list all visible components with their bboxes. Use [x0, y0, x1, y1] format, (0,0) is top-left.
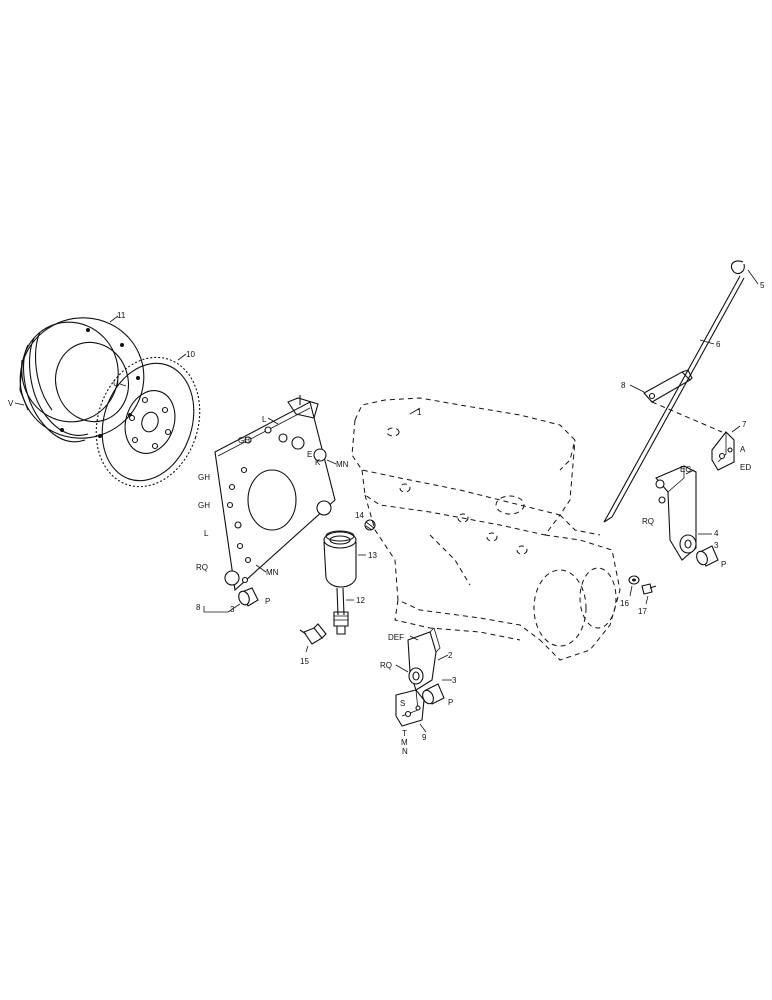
letter-e-plate: E [307, 450, 312, 459]
washer [628, 575, 640, 585]
letter-p-front: P [448, 698, 453, 707]
callout-10: 10 [186, 350, 195, 359]
letter-u: U [113, 379, 119, 388]
letter-gh-1: GH [238, 436, 250, 445]
letter-a: A [740, 445, 746, 454]
filter-stud [333, 587, 349, 635]
letter-k-plate: K [315, 458, 321, 467]
callout-3-rear: 3 [714, 541, 719, 550]
callout-16: 16 [620, 599, 629, 608]
callout-3-front: 3 [452, 676, 457, 685]
letter-v: V [8, 399, 14, 408]
rear-mount-bracket [655, 465, 719, 567]
letter-p-left: P [265, 597, 270, 606]
oil-filter [323, 530, 357, 588]
letter-rq-front: RQ [380, 661, 392, 670]
letter-ed: ED [740, 463, 751, 472]
dipstick-clip [643, 369, 693, 403]
callout-15: 15 [300, 657, 309, 666]
callout-14: 14 [355, 511, 364, 520]
letter-l-side: L [204, 529, 209, 538]
callout-1: 1 [417, 408, 422, 417]
oil-pressure-switch [299, 623, 327, 645]
front-mount-bracket [407, 627, 445, 705]
letter-gh-2: GH [198, 473, 210, 482]
callout-1-leader [409, 407, 421, 415]
callout-8-right: 8 [621, 381, 626, 390]
callout-12: 12 [356, 596, 365, 605]
callout-6: 6 [716, 340, 721, 349]
callout-8-left: 8 [196, 603, 201, 612]
letter-p-rear: P [721, 560, 726, 569]
letter-def: DEF [388, 633, 404, 642]
callout-2: 2 [448, 651, 453, 660]
callout-9: 9 [422, 733, 427, 742]
lower-bracket [395, 689, 425, 727]
callout-13: 13 [368, 551, 377, 560]
engine-block [351, 397, 621, 661]
dipstick [603, 260, 745, 523]
letter-l-top: L [262, 415, 267, 424]
callout-4: 4 [714, 529, 719, 538]
letter-m: M [401, 738, 408, 747]
bolt [641, 583, 657, 595]
callout-5: 5 [760, 281, 765, 290]
callout-7: 7 [742, 420, 747, 429]
letter-rq-left: RQ [196, 563, 208, 572]
small-bracket [711, 431, 735, 471]
letter-rq-rear: RQ [642, 517, 654, 526]
adapter-plate [214, 395, 336, 592]
letter-t: T [402, 729, 407, 738]
letter-s: S [400, 699, 405, 708]
callout-3-left: 3 [230, 605, 235, 614]
callout-17: 17 [638, 607, 647, 616]
letter-ec: EC [680, 465, 691, 474]
drain-plug [364, 519, 376, 531]
letter-mn-plate-bottom: MN [266, 568, 279, 577]
letter-mn-plate-top: MN [336, 460, 349, 469]
letter-n: N [402, 747, 408, 756]
clutch-housing [19, 317, 145, 443]
left-mount-bushing [238, 587, 259, 607]
callout-11: 11 [117, 311, 126, 320]
flywheel [95, 356, 201, 488]
letter-gh-3: GH [198, 501, 210, 510]
